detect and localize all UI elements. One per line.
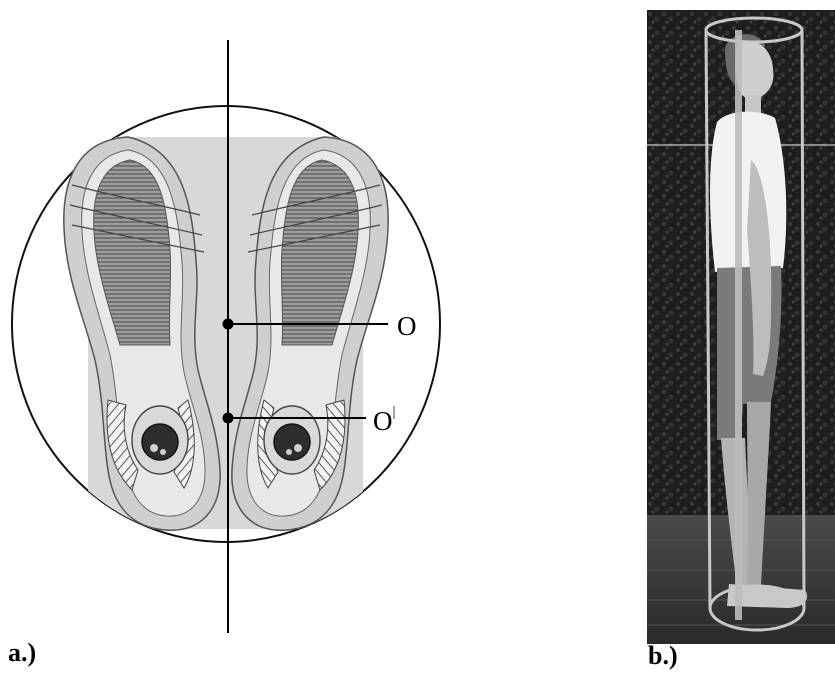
body-axis-bar — [735, 30, 742, 620]
point-o-prime-label: O| — [373, 406, 396, 437]
footprint-diagram — [0, 0, 640, 676]
standing-person-photo — [647, 10, 835, 644]
panel-a-label: a.) — [8, 638, 36, 668]
panel-b-label: b.) — [648, 641, 678, 671]
point-o-label: O — [397, 311, 417, 342]
